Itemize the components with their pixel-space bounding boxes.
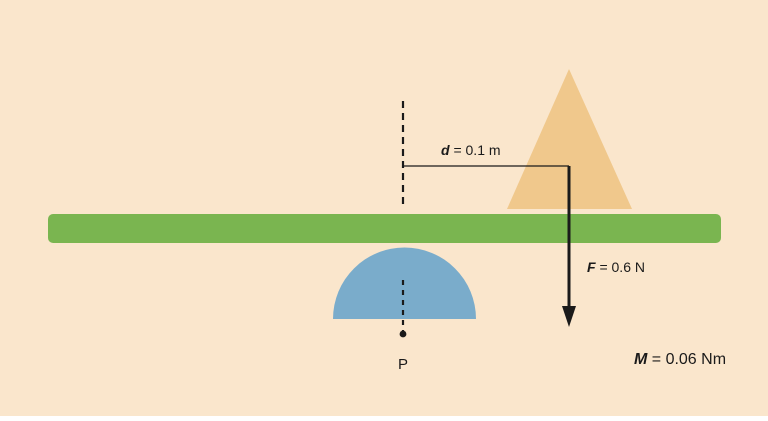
moment-value: = 0.06 Nm — [647, 351, 726, 368]
pivot-label: P — [398, 356, 408, 373]
moment-label: M = 0.06 Nm — [634, 351, 726, 368]
pivot-semicircle — [333, 247, 476, 319]
force-value: = 0.6 N — [596, 259, 645, 275]
force-label: F = 0.6 N — [587, 259, 645, 275]
force-symbol: F — [587, 259, 596, 275]
distance-symbol: d — [441, 142, 450, 158]
distance-value: = 0.1 m — [450, 142, 501, 158]
moment-symbol: M — [634, 351, 648, 368]
beam — [48, 214, 721, 243]
distance-label: d = 0.1 m — [441, 142, 501, 158]
pivot-point-dot — [399, 330, 407, 338]
triangle-weight — [507, 69, 632, 209]
force-arrow-head — [562, 306, 576, 327]
